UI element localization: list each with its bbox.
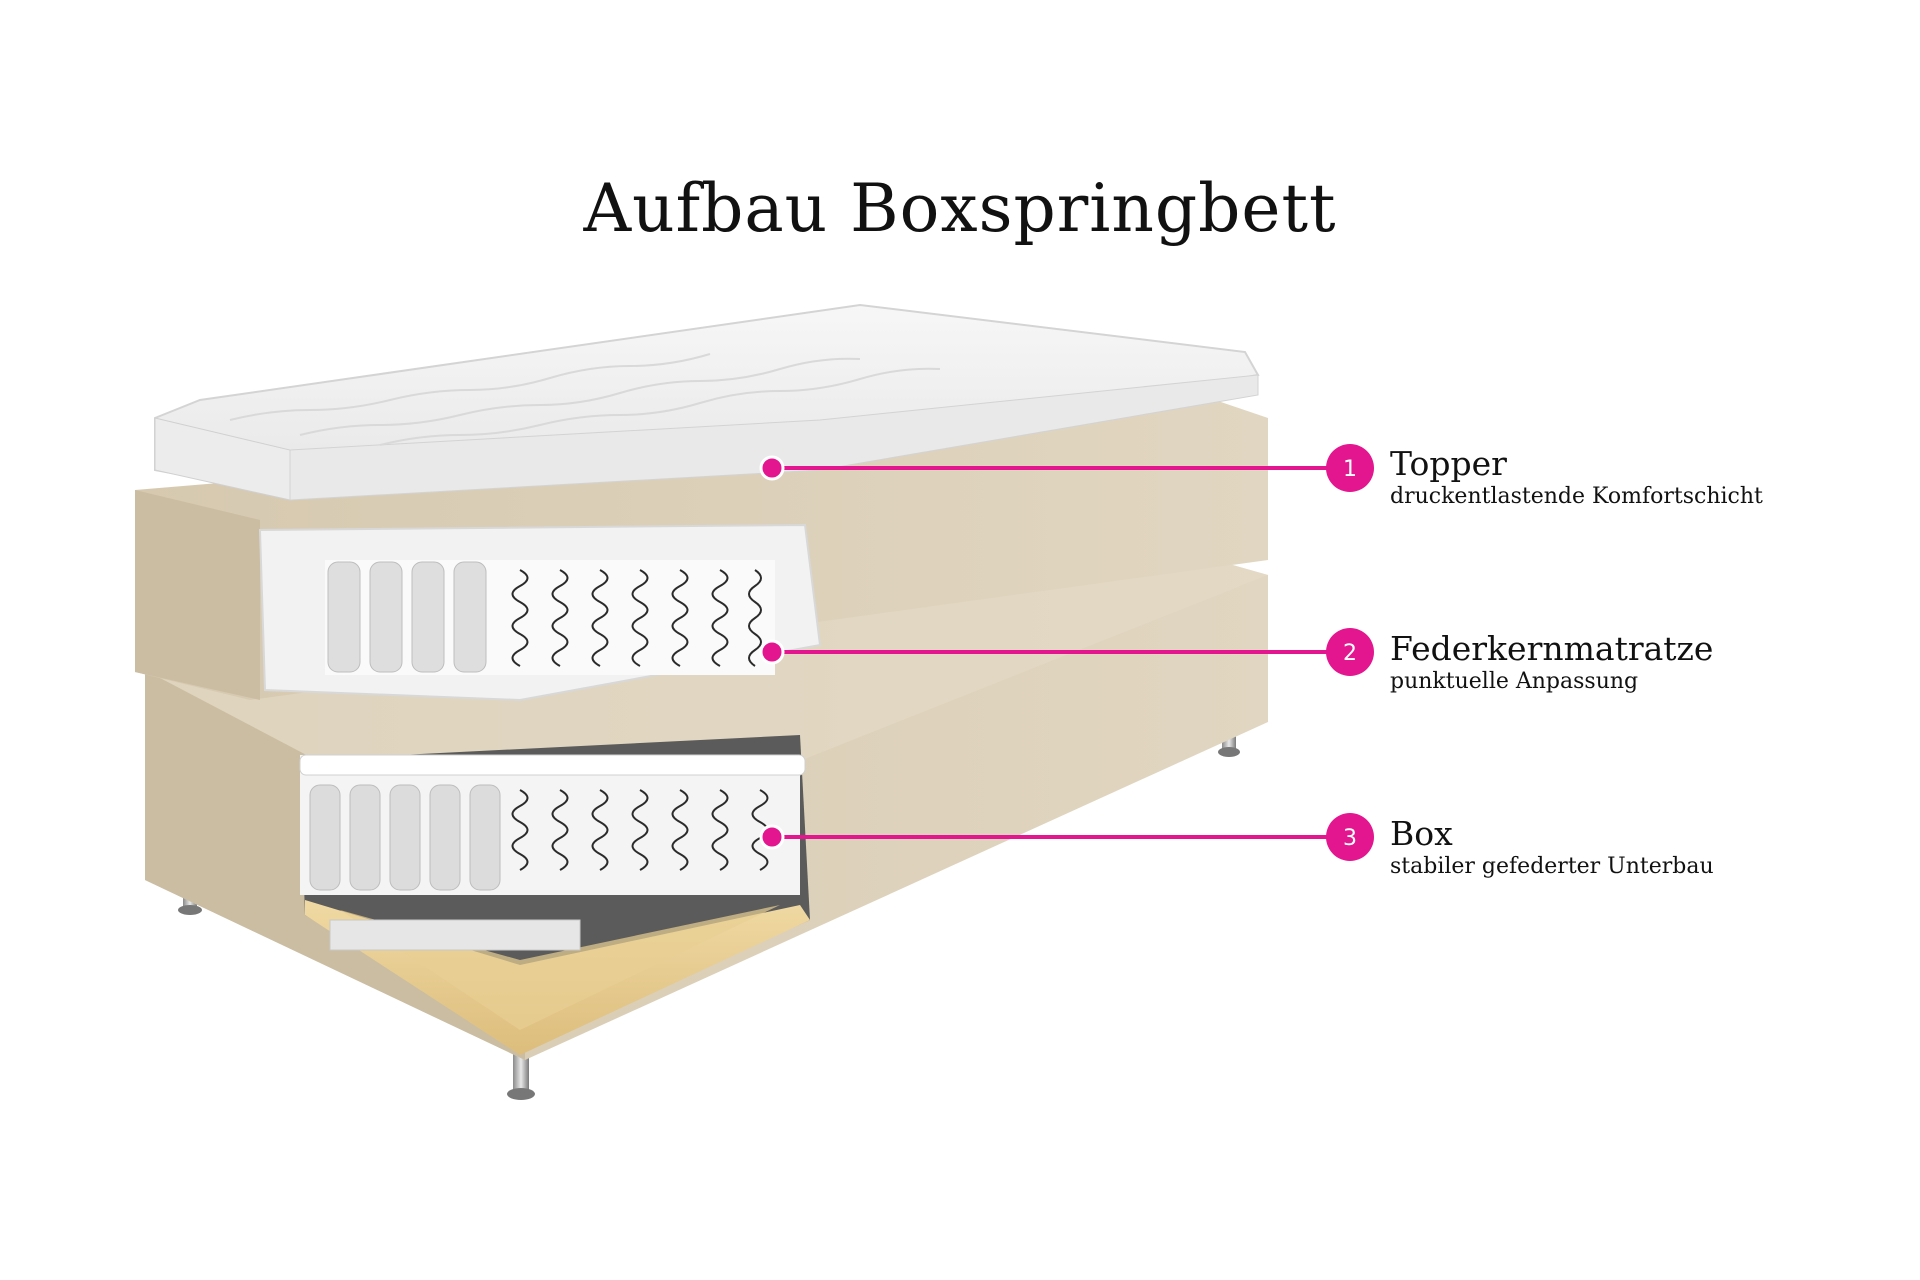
- mattress-springs: [325, 560, 775, 675]
- callout-badge-2: 2: [1326, 628, 1374, 676]
- callout-subtitle: punktuelle Anpassung: [1390, 669, 1639, 694]
- callout-badge-1: 1: [1326, 444, 1374, 492]
- callout-subtitle: druckentlastende Komfortschicht: [1390, 484, 1763, 509]
- diagram-title: Aufbau Boxspringbett: [583, 170, 1337, 247]
- topper: [154, 303, 1260, 501]
- callout-label-box: Box stabiler gefederter Unterbau: [1390, 815, 1890, 881]
- callout-number-2: 2: [1343, 641, 1357, 666]
- callout-title: Box: [1390, 814, 1453, 853]
- callout-subtitle: stabiler gefederter Unterbau: [1390, 854, 1714, 879]
- callout-lines: [759, 455, 1345, 850]
- callout-number-1: 1: [1343, 457, 1357, 482]
- callout-title: Federkernmatratze: [1390, 629, 1714, 668]
- callout-badge-3: 3: [1326, 813, 1374, 861]
- callout-label-topper: Topper druckentlastende Komfortschicht: [1390, 445, 1890, 511]
- callout-label-federkernmatratze: Federkernmatratze punktuelle Anpassung: [1390, 630, 1890, 696]
- callout-title: Topper: [1390, 444, 1507, 483]
- box-springs: [299, 754, 806, 951]
- callout-number-3: 3: [1343, 826, 1357, 851]
